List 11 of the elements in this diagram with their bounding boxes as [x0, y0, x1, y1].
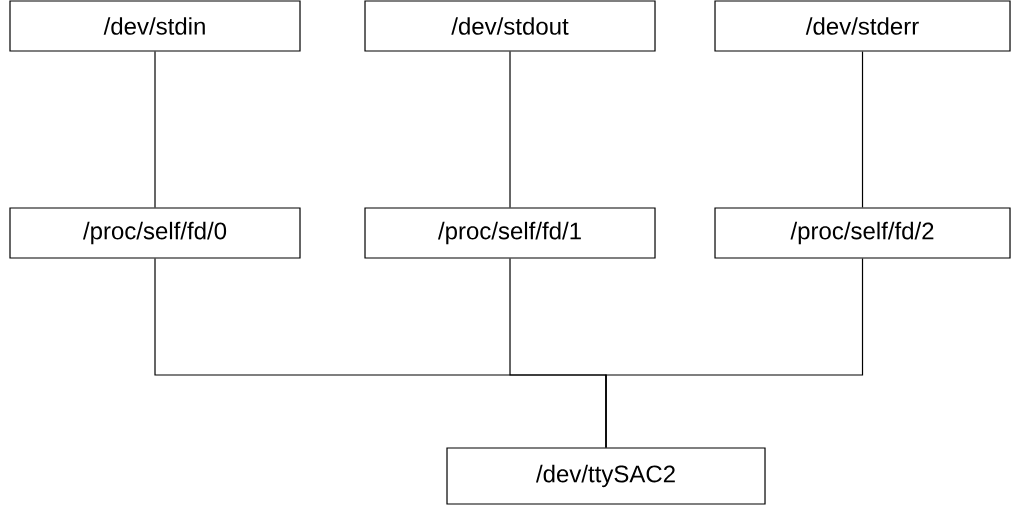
connector-line [509, 51, 511, 208]
file-box: /dev/stdout [364, 0, 656, 52]
file-box: /proc/self/fd/1 [364, 207, 656, 259]
file-box: /proc/self/fd/0 [9, 207, 301, 259]
file-box: /dev/stderr [714, 0, 1011, 52]
file-box: /proc/self/fd/2 [714, 207, 1011, 259]
connector-line [154, 51, 156, 208]
file-box: /dev/ttySAC2 [446, 447, 766, 505]
connector-line [605, 258, 864, 448]
connector-line [861, 51, 864, 208]
file-box: /dev/stdin [9, 0, 301, 52]
